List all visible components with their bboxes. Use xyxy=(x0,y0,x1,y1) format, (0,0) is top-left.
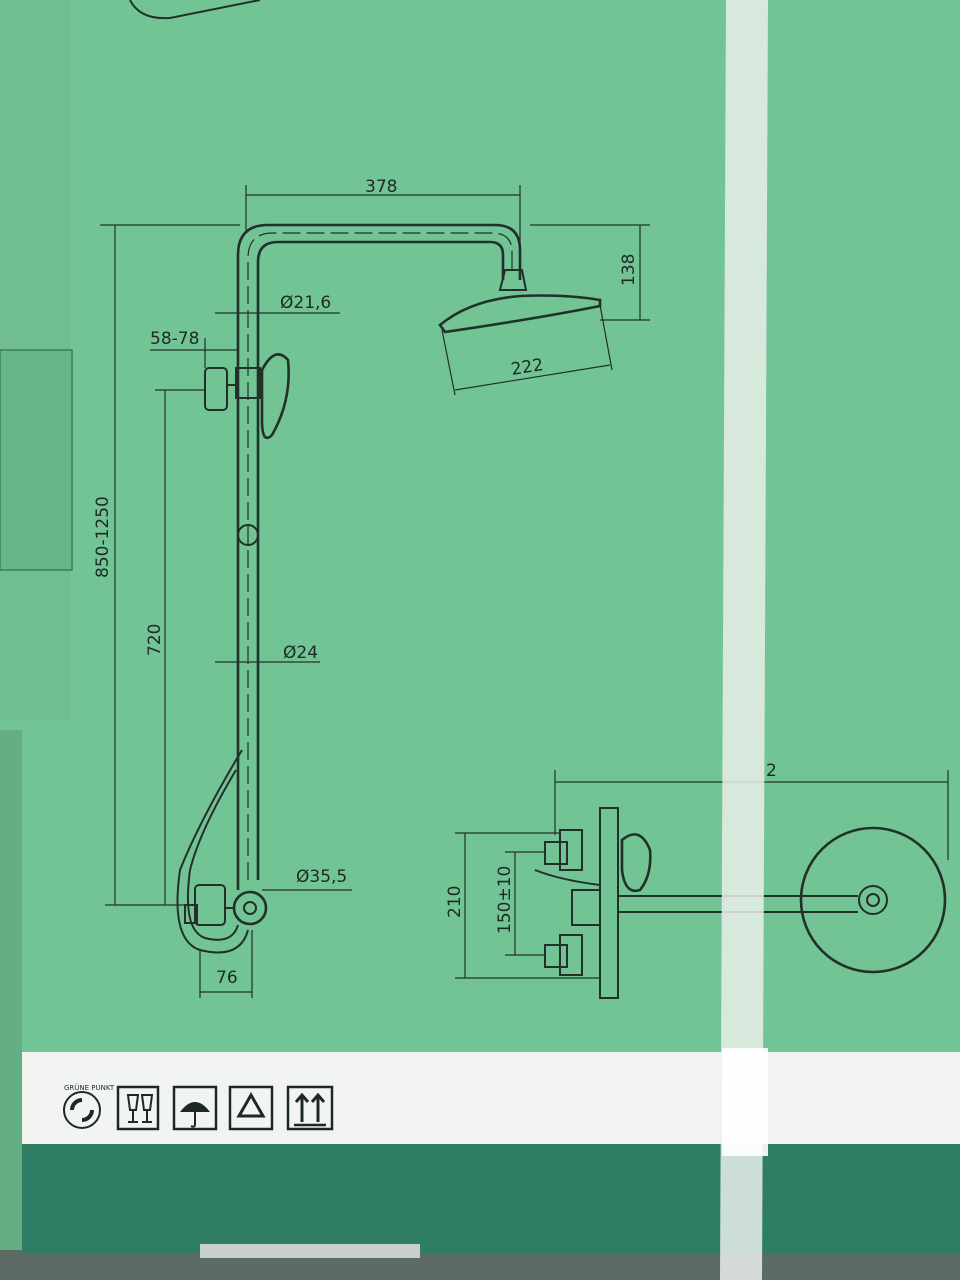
keep-dry-umbrella-icon xyxy=(172,1085,218,1131)
holder-slider xyxy=(235,367,261,399)
shower-head xyxy=(438,294,602,334)
dim-total-height: 850-1250 xyxy=(93,496,113,578)
top-head-outline xyxy=(799,826,947,974)
dim-head-height: 138 xyxy=(619,254,639,286)
ext-222-left xyxy=(441,329,456,396)
dim-holder-range: 58-78 xyxy=(150,329,199,349)
handle-slot xyxy=(200,1244,420,1258)
hand-shower xyxy=(260,353,290,440)
box-edge xyxy=(0,730,22,1250)
mixer-top-handle xyxy=(559,829,583,871)
fragile-glass-icon xyxy=(116,1085,160,1131)
bar-bracket xyxy=(237,524,259,546)
mixer-bottom-handle xyxy=(559,934,583,976)
green-dot-icon: GRÜNE PUNKT xyxy=(63,1083,115,1129)
box-face xyxy=(0,0,960,1060)
top-head-center xyxy=(866,893,880,907)
strap-buckle xyxy=(722,1048,768,1156)
dim-mixer-height: 210 xyxy=(445,886,465,918)
mixer-bottom-nut xyxy=(544,944,568,968)
recycle-icon xyxy=(228,1085,274,1131)
diverter-center xyxy=(243,901,257,915)
arm-centerline xyxy=(247,232,513,880)
shower-hose-outer xyxy=(176,749,249,954)
top-part-outline xyxy=(129,0,261,20)
dim-mixer-spacing: 150±10 xyxy=(495,866,515,934)
box-tab xyxy=(0,349,73,571)
green-dot-label: GRÜNE PUNKT xyxy=(64,1083,115,1092)
dim-upper-pipe: Ø21,6 xyxy=(280,293,331,313)
dim-line-222 xyxy=(454,364,611,391)
dim-lower-pipe: Ø24 xyxy=(283,643,318,663)
dim-side-width: 2 xyxy=(766,761,777,781)
head-connector xyxy=(498,269,528,291)
holder-knob xyxy=(204,367,228,411)
dim-top-width: 378 xyxy=(365,177,397,197)
ext-222-right xyxy=(599,304,613,371)
packing-strap xyxy=(720,0,768,1280)
mixer-center xyxy=(571,889,601,926)
mixer-top-nut xyxy=(544,841,568,865)
this-way-up-icon xyxy=(286,1085,334,1131)
overhead-arm-outer xyxy=(236,223,522,890)
dim-bar-length: 720 xyxy=(145,624,165,656)
mixer-hand-shower xyxy=(620,833,652,893)
dim-valve-diameter: Ø35,5 xyxy=(296,867,347,887)
overhead-arm-inner xyxy=(256,240,505,880)
mixer-spout xyxy=(534,869,601,886)
top-head-connector xyxy=(858,885,888,915)
dim-valve-offset: 76 xyxy=(216,968,238,988)
dark-band xyxy=(22,1144,960,1254)
diverter-cap xyxy=(184,904,198,924)
white-band xyxy=(22,1052,960,1144)
